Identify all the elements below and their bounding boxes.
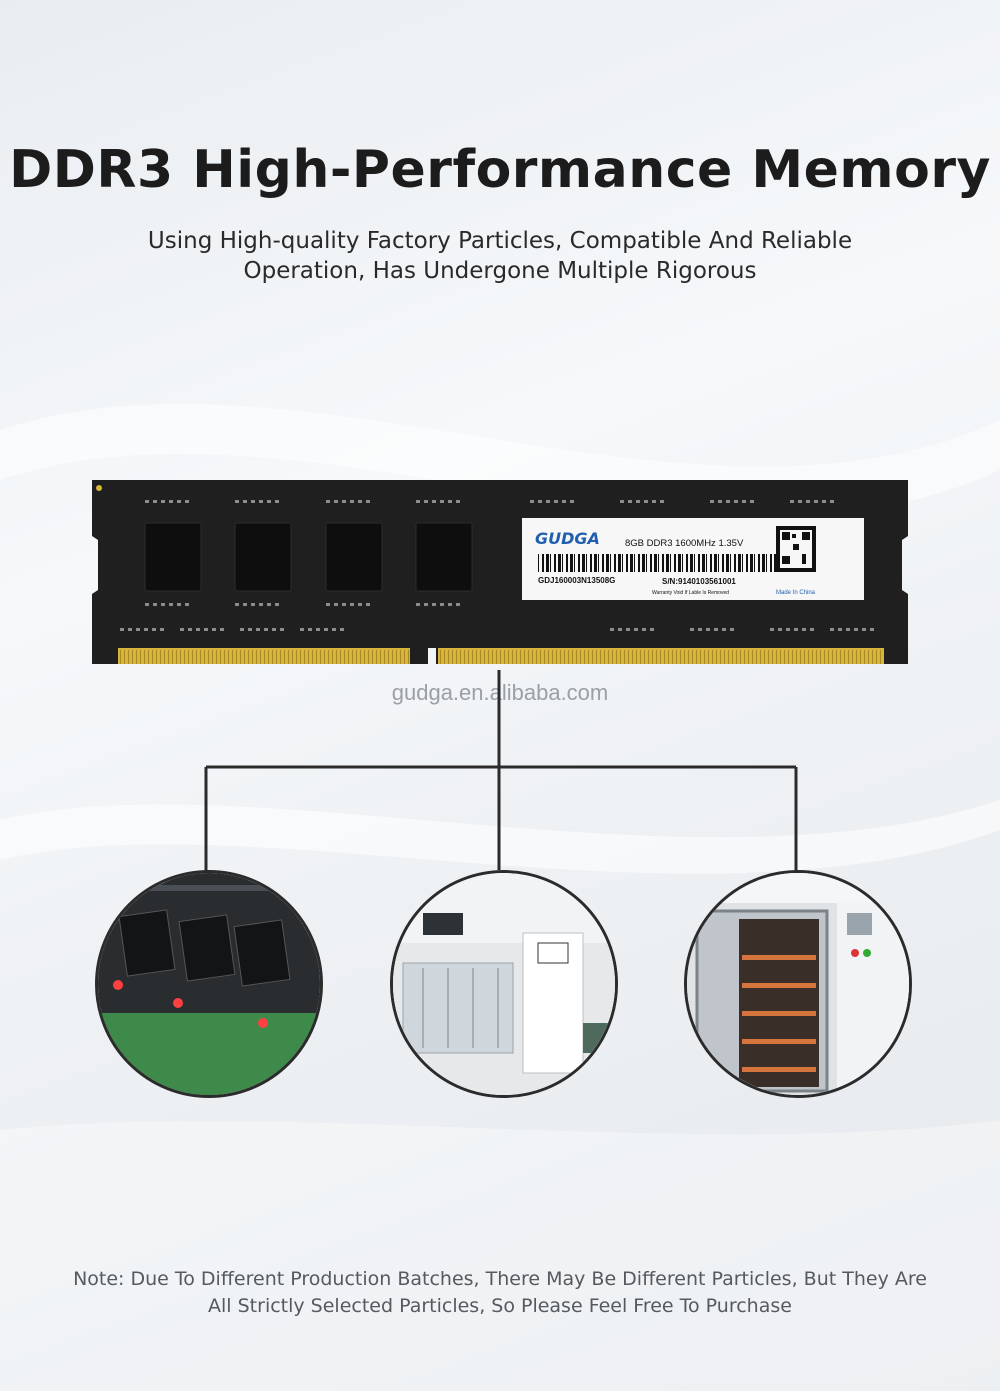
aging-oven-photo xyxy=(684,870,912,1098)
brand-logo: GUDGA xyxy=(535,529,600,548)
module-spec: 8GB DDR3 1600MHz 1.35V xyxy=(625,538,744,549)
page-subtitle: Using High-quality Factory Particles, Co… xyxy=(147,228,853,284)
warranty-text: Warranty Void If Lable Is Removed xyxy=(652,590,729,596)
memory-modules-testing-photo xyxy=(95,870,323,1098)
production-machine-photo xyxy=(390,870,618,1098)
connector-lines xyxy=(204,670,798,872)
origin-text: Made In China xyxy=(776,590,816,596)
serial-number: S/N:9140103561001 xyxy=(662,577,736,586)
footnote: Note: Due To Different Production Batche… xyxy=(73,1268,927,1317)
part-number: GDJ160003N13508G xyxy=(538,576,615,585)
ddr3-memory-module: GUDGA 8GB DDR3 1600MHz 1.35V GDJ160003N1… xyxy=(92,480,908,664)
page-title: DDR3 High-Performance Memory xyxy=(9,140,991,200)
